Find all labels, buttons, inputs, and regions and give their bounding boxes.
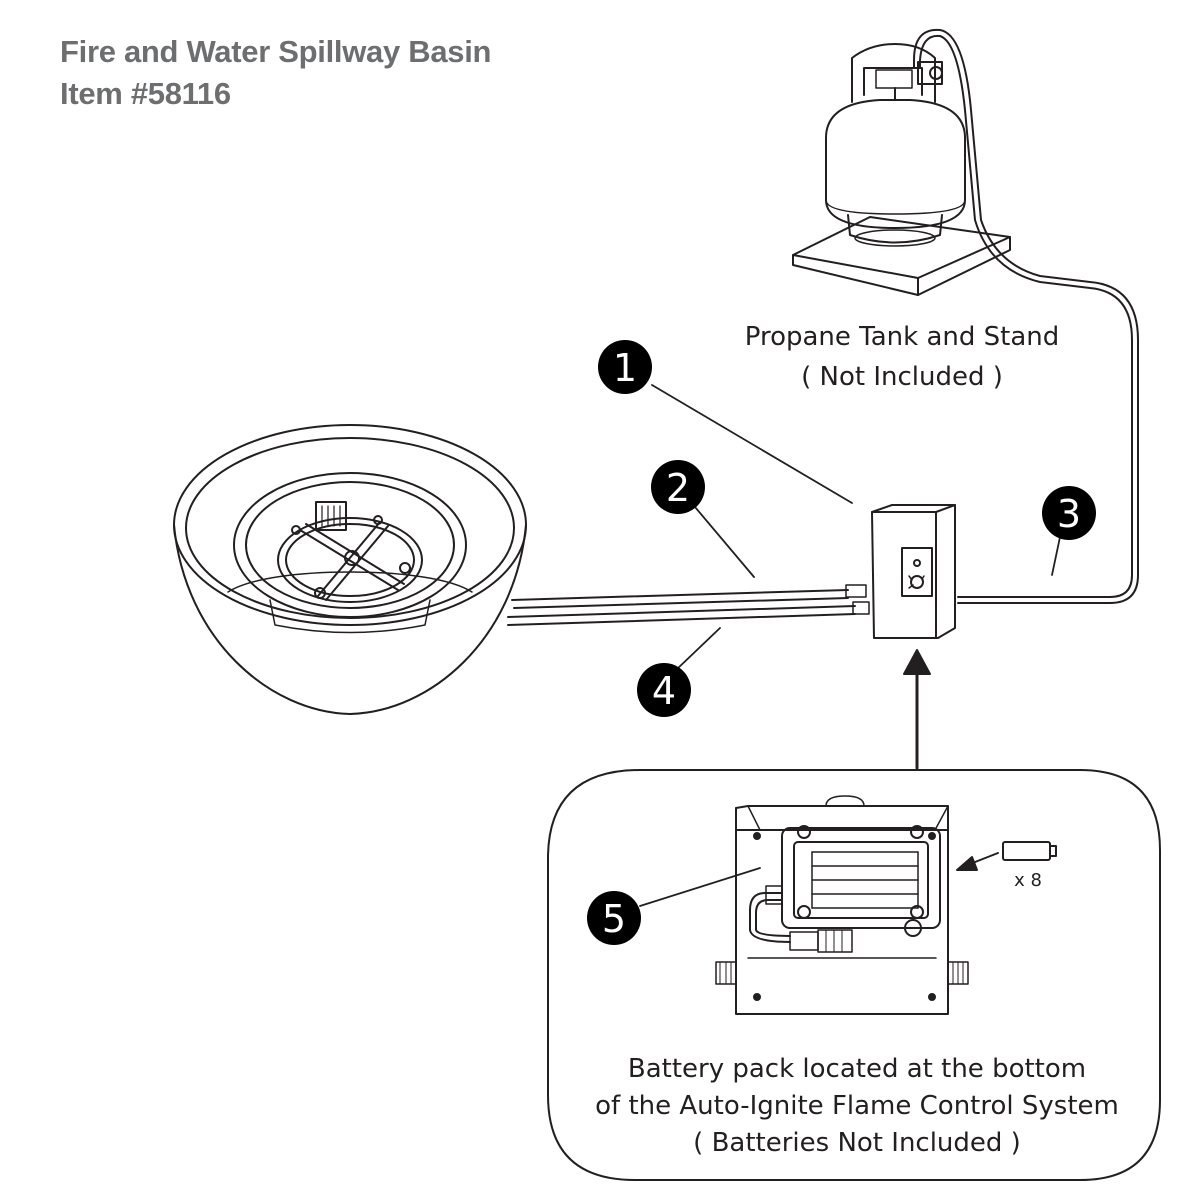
- supply-lines: [507, 584, 870, 626]
- battery-caption-line-1: Battery pack located at the bottom: [627, 1054, 1087, 1084]
- battery-caption-line-3: ( Batteries Not Included ): [693, 1128, 1021, 1158]
- tank-label: Propane Tank and Stand: [744, 322, 1060, 352]
- callout-3: 3: [1042, 486, 1096, 540]
- battery-detail-frame: [547, 769, 1161, 1181]
- propane-gas-line: [913, 28, 1139, 604]
- callout-3-label: 3: [1057, 492, 1081, 536]
- page-title: Fire and Water Spillway Basin: [60, 34, 492, 69]
- callout-2-label: 2: [666, 466, 690, 510]
- arrow-up: [903, 649, 931, 770]
- callout-4-label: 4: [652, 669, 676, 713]
- callout-5: 5: [587, 891, 641, 945]
- battery-compartment: [715, 795, 969, 1015]
- battery-pointer-arrow: [956, 852, 999, 871]
- callout-4: 4: [637, 663, 691, 717]
- tank-note: ( Not Included ): [801, 362, 1003, 392]
- battery-count-label: x 8: [1014, 870, 1042, 891]
- flame-control-box: [871, 504, 956, 639]
- callout-2: 2: [651, 460, 705, 514]
- aa-battery-icon: [1002, 841, 1057, 861]
- item-number: Item #58116: [60, 76, 231, 111]
- callout-leaders: [639, 384, 1061, 907]
- battery-caption-line-2: of the Auto-Ignite Flame Control System: [595, 1091, 1119, 1121]
- callout-1: 1: [598, 340, 652, 394]
- callout-5-label: 5: [602, 897, 626, 941]
- spillway-basin-bowl: [173, 424, 527, 715]
- propane-tank: [792, 43, 1011, 296]
- callout-1-label: 1: [613, 346, 637, 390]
